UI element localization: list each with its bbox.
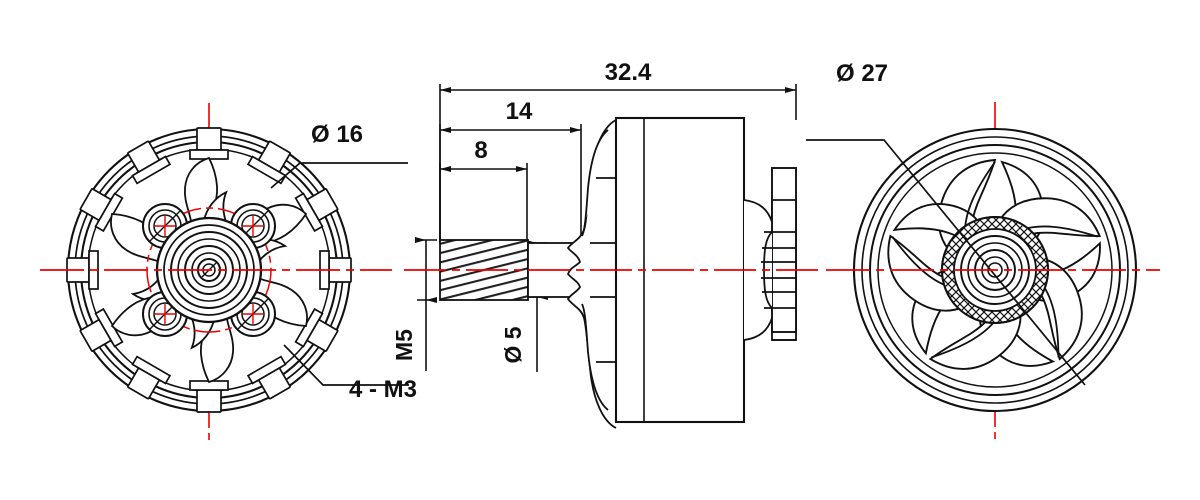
dimension-bolt-circle: Ø 16 [311,121,363,148]
dimension-bell-diameter: Ø 27 [836,60,888,87]
front-vent-slots [66,127,352,413]
front-dia16-leader [270,162,408,189]
dimension-line-mid [439,124,582,243]
front-m3-leader [283,344,409,386]
dimension-mid-length: 14 [506,98,533,125]
rear-dia27-leader [806,139,1086,386]
dimension-thread-spec: M5 [391,329,417,361]
side-bell-flange [743,167,797,341]
dimension-overall-length: 32.4 [605,59,652,86]
dimension-line-m5 [415,237,437,371]
side-view: 32.4 14 8 M5 [391,59,818,429]
rear-view: Ø 27 [806,60,1160,440]
dimension-thread-length: 8 [474,137,487,164]
front-mounting-holes [142,203,276,337]
side-base-flange [566,119,617,429]
dimension-line-thread [439,163,528,243]
dimension-shaft-diameter: Ø 5 [500,326,526,363]
dimension-bolt-spec: 4 - M3 [349,376,417,403]
front-view: Ø 16 4 - M3 [66,103,417,440]
